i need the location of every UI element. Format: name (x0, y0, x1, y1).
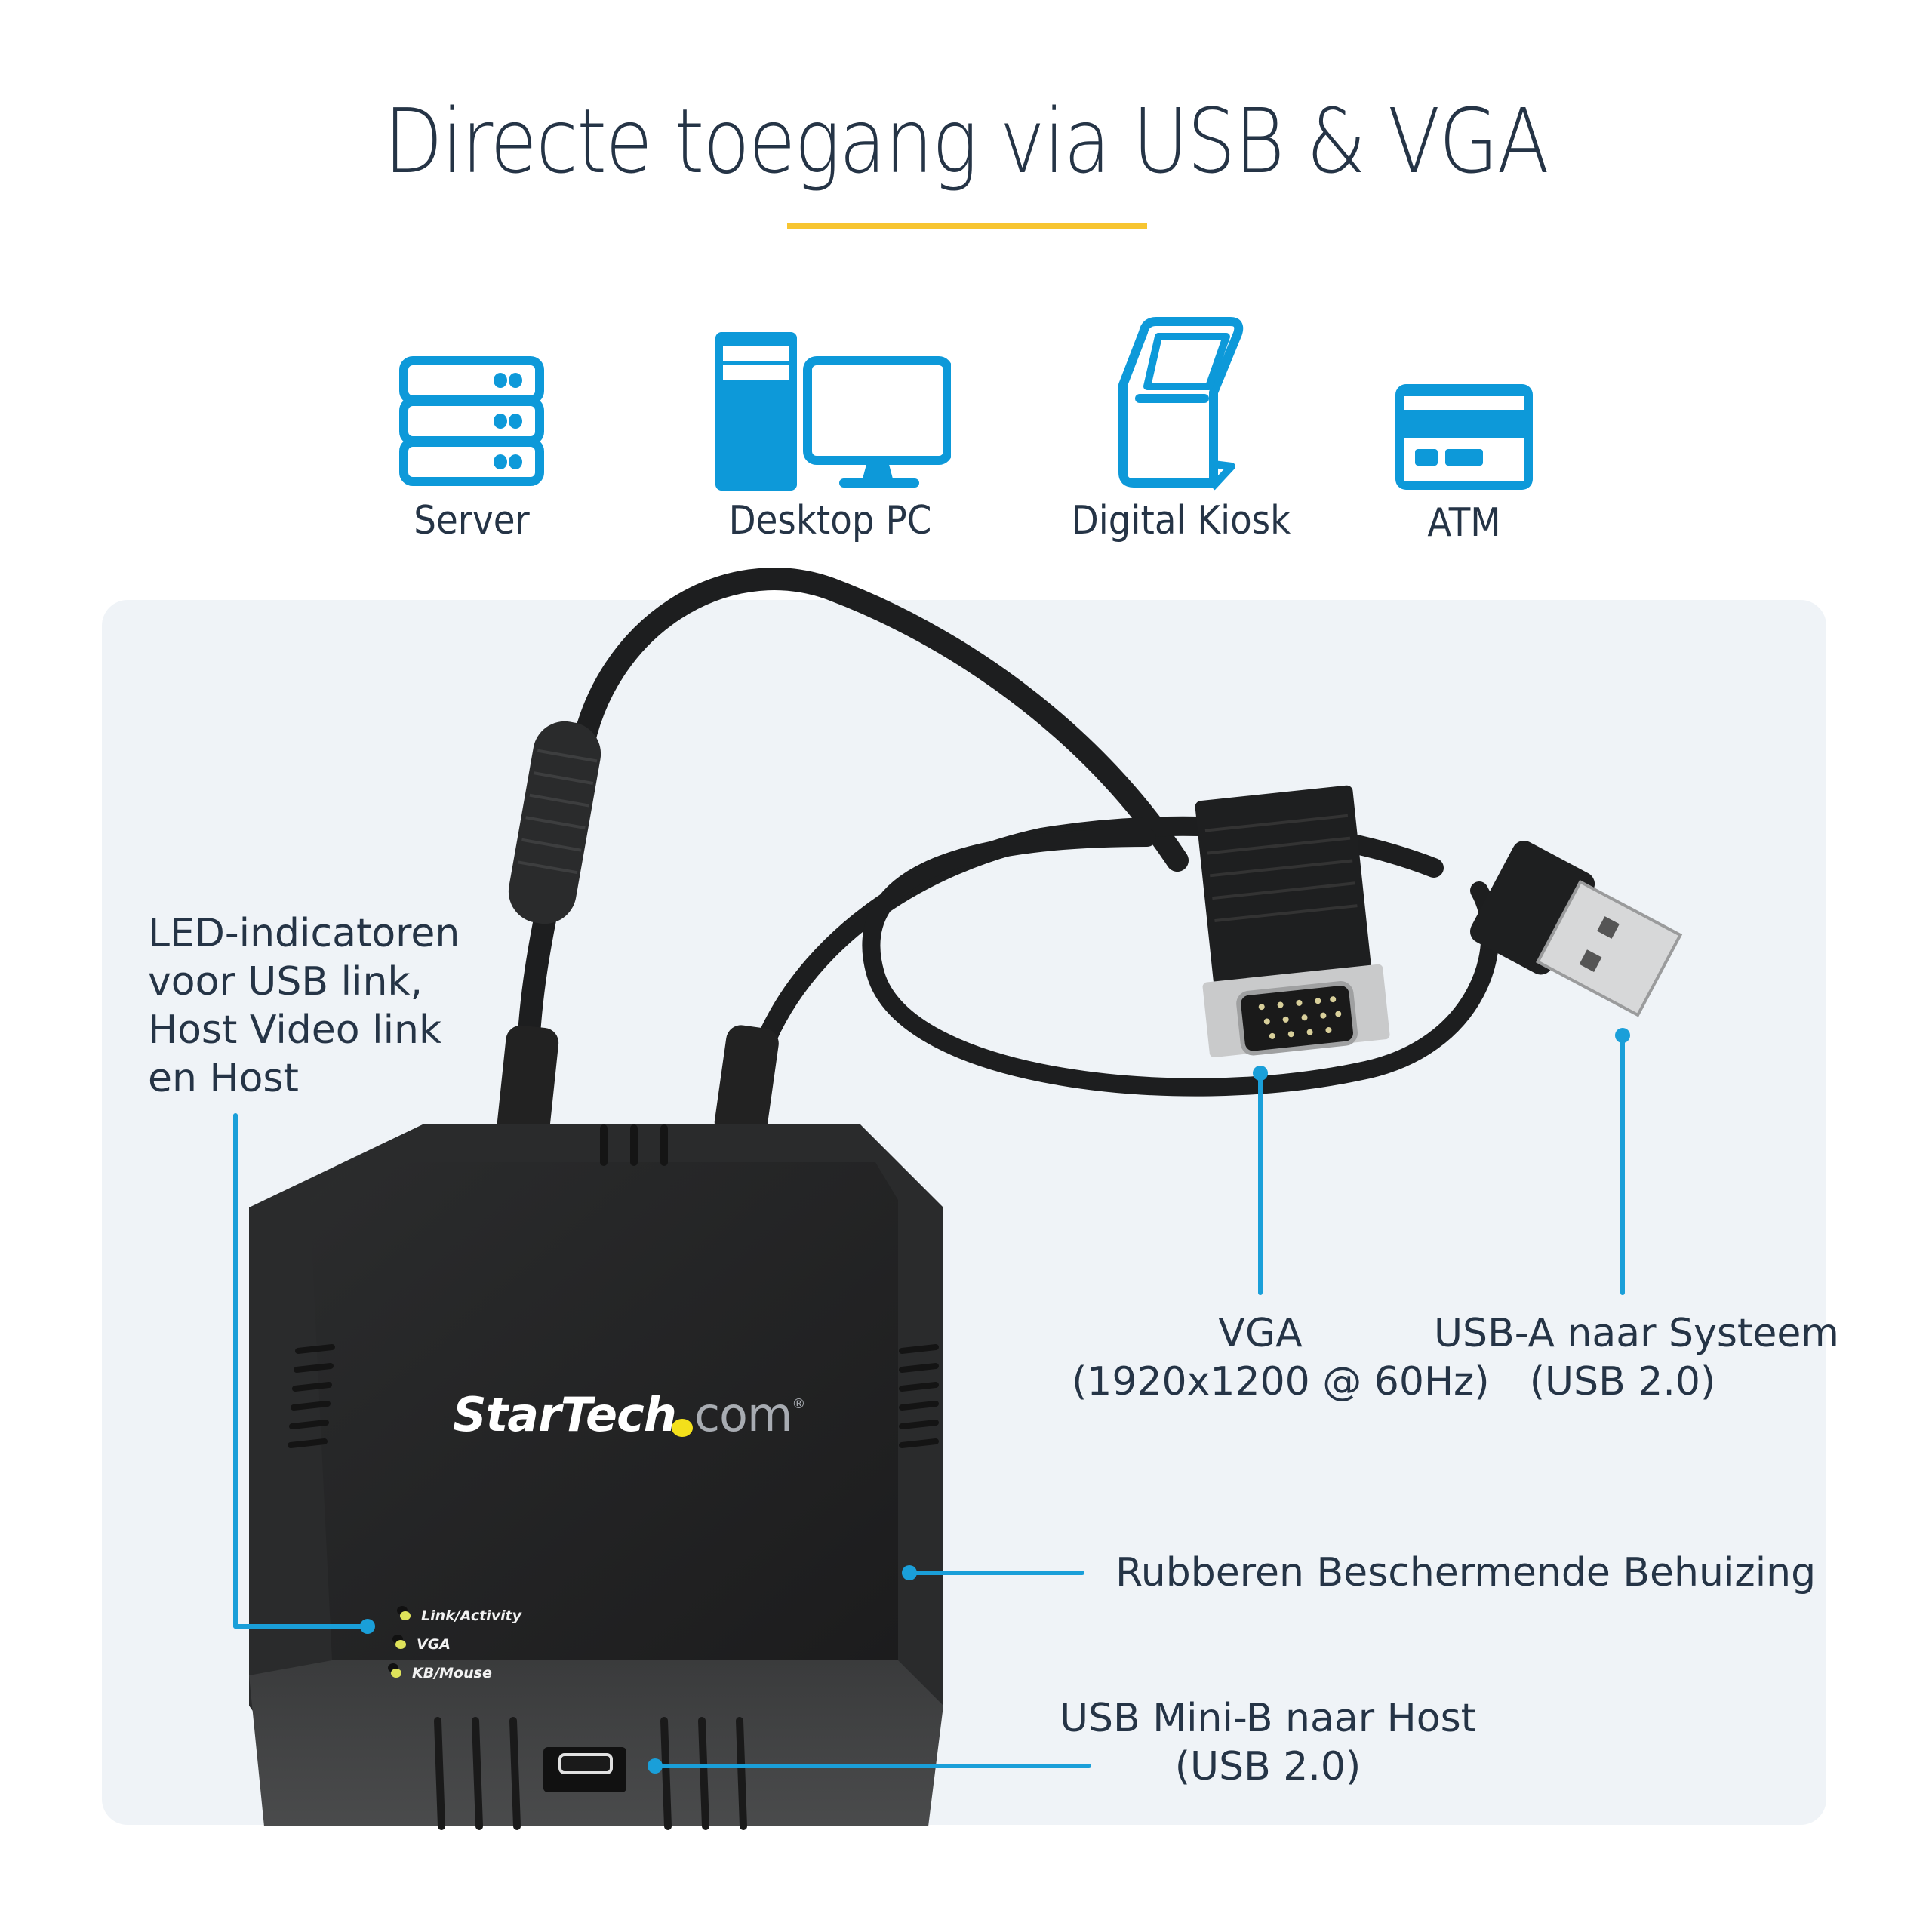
callout-line: Rubberen Beschermende Behuizing (1115, 1550, 1817, 1595)
led-label: Link/Activity (421, 1607, 522, 1624)
desktop-pc-icon (715, 332, 951, 491)
callout-dot-vga (1253, 1066, 1268, 1081)
registered-mark: ® (792, 1396, 805, 1412)
callout-leader-usb-mini-b (655, 1764, 1091, 1768)
callout-line: LED-indicatoren (148, 911, 460, 956)
callout-line: USB Mini-B naar Host (1059, 1696, 1477, 1741)
atm-card-icon (1395, 384, 1533, 490)
use-case-server: Server (377, 355, 566, 543)
brand-name: StarTech (453, 1387, 677, 1442)
led-icon (395, 1640, 406, 1649)
callout-dot-leds (360, 1619, 375, 1634)
callout-line: (1920x1200 @ 60Hz) (1072, 1359, 1490, 1404)
page-title: Directe toegang via USB & VGA (383, 89, 1549, 193)
callout-line: (USB 2.0) (1529, 1359, 1716, 1404)
callout-line: en Host (148, 1056, 299, 1101)
callout-leds: LED-indicatoren voor USB link, Host Vide… (148, 909, 460, 1103)
callout-leader-usb-a (1620, 1034, 1625, 1295)
led-vga: VGA (395, 1636, 451, 1653)
use-case-label: Desktop PC (728, 498, 932, 543)
callout-leader-housing (909, 1571, 1084, 1575)
callout-usb-mini-b: USB Mini-B naar Host (USB 2.0) (1057, 1694, 1479, 1791)
yellow-dot-icon (671, 1419, 693, 1437)
use-case-label: ATM (1427, 500, 1501, 546)
brand-suffix: com (694, 1387, 792, 1442)
callout-line: (USB 2.0) (1174, 1744, 1361, 1789)
callout-leader-leds-horizontal (233, 1624, 369, 1629)
led-icon (400, 1611, 411, 1620)
callout-usb-a: USB-A naar Systeem (USB 2.0) (1434, 1309, 1839, 1406)
callout-line: USB-A naar Systeem (1434, 1311, 1839, 1356)
use-case-label: Digital Kiosk (1071, 498, 1291, 543)
callout-line: VGA (1218, 1311, 1303, 1356)
led-link-activity: Link/Activity (400, 1607, 521, 1624)
callout-vga: VGA (1920x1200 @ 60Hz) (1072, 1309, 1490, 1406)
digital-kiosk-icon (1118, 317, 1244, 491)
title-accent-rule (787, 223, 1147, 229)
use-case-atm: ATM (1381, 381, 1547, 546)
callout-line: Host Video link (148, 1008, 442, 1053)
server-icon (399, 356, 544, 486)
callout-leader-vga (1258, 1072, 1263, 1295)
led-label: KB/Mouse (412, 1665, 492, 1681)
startech-logo: StarTech com® (453, 1387, 805, 1442)
led-icon (391, 1669, 401, 1678)
callout-leader-leds-vertical (233, 1113, 238, 1629)
use-case-label: Server (414, 498, 530, 543)
callout-line: voor USB link, (148, 959, 423, 1004)
use-case-desktop-pc: Desktop PC (702, 332, 958, 543)
led-label: VGA (417, 1636, 451, 1653)
callout-dot-usb-a (1615, 1028, 1630, 1043)
callout-housing: Rubberen Beschermende Behuizing (1115, 1549, 1816, 1597)
led-kb-mouse: KB/Mouse (391, 1665, 492, 1681)
use-case-digital-kiosk: Digital Kiosk (1057, 317, 1306, 543)
